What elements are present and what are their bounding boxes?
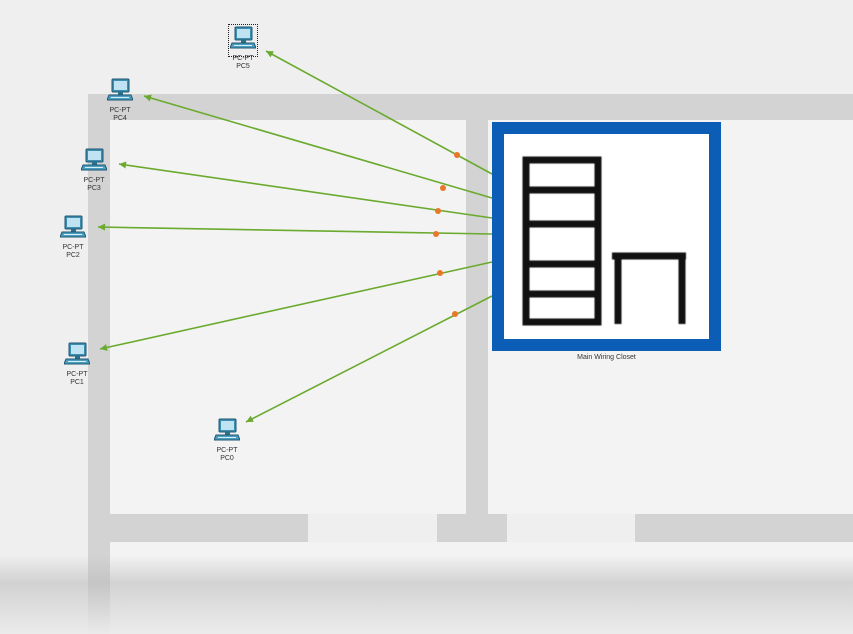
pc-icon [63,342,91,371]
wiring-closet[interactable] [492,122,721,351]
room-bottom [110,542,853,634]
wall-middle [466,94,488,542]
device-type-label: PC-PT [232,55,254,62]
wall-bottom-segment-2 [437,514,507,542]
closet-label: Main Wiring Closet [577,354,636,361]
device-pc3[interactable]: PC-PT PC3 [64,148,124,193]
device-name-label: PC5 [236,63,250,70]
device-type-label: PC-PT [109,107,131,114]
wiring-closet-icon [504,134,709,339]
wall-bottom-segment-3 [635,514,853,542]
device-name-label: PC1 [70,379,84,386]
pc-icon [80,148,108,177]
device-pc2[interactable]: PC-PT PC2 [43,215,103,260]
wall-bottom-segment-1 [110,514,308,542]
room-left [110,120,466,514]
pc-icon [228,24,258,57]
device-name-label: PC3 [87,185,101,192]
device-name-label: PC0 [220,455,234,462]
device-type-label: PC-PT [83,177,105,184]
device-type-label: PC-PT [216,447,238,454]
pc-icon [213,418,241,447]
device-type-label: PC-PT [66,371,88,378]
device-pc5[interactable]: PC-PT PC5 [213,24,273,71]
device-name-label: PC2 [66,252,80,259]
device-pc4[interactable]: PC-PT PC4 [90,78,150,123]
device-pc1[interactable]: PC-PT PC1 [47,342,107,387]
device-pc0[interactable]: PC-PT PC0 [197,418,257,463]
device-type-label: PC-PT [62,244,84,251]
pc-icon [106,78,134,107]
pc-icon [59,215,87,244]
device-name-label: PC4 [113,115,127,122]
